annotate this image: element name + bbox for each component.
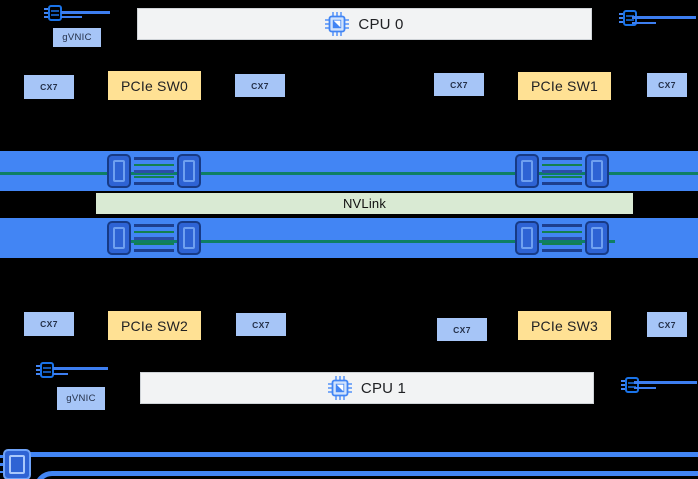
gpu-chip-cluster [107, 221, 201, 255]
cx7-label: CX7 [252, 319, 270, 330]
network-port-icon [44, 5, 62, 21]
cpu-chip-icon [327, 376, 352, 400]
network-link-line [634, 381, 697, 384]
pcie-sw1-label: PCIe SW1 [531, 78, 598, 94]
nvlink-label: NVLink [342, 196, 387, 211]
cx7-nic-box: CX7 [235, 74, 285, 97]
cx7-nic-box: CX7 [24, 75, 74, 99]
cx7-nic-box: CX7 [437, 318, 487, 341]
bus-line [28, 452, 698, 457]
nvlink-trace-line [107, 240, 615, 243]
network-link-line [632, 22, 656, 24]
gvnic-box-top: gVNIC [53, 28, 101, 47]
cx7-nic-box: CX7 [647, 312, 687, 337]
cx7-label: CX7 [251, 80, 269, 91]
gvnic-box-bottom: gVNIC [57, 387, 105, 410]
gpu-chip-icon [515, 154, 539, 188]
gpu-chip-icon [177, 154, 201, 188]
cx7-nic-box: CX7 [647, 73, 687, 97]
cpu-chip-icon [325, 12, 350, 36]
network-link-line [53, 367, 108, 370]
cx7-nic-box: CX7 [24, 312, 74, 336]
gvnic-label: gVNIC [62, 32, 92, 43]
cpu1-label: CPU 1 [360, 379, 407, 397]
gpu-band-bottom [0, 218, 698, 258]
gpu-chip-cluster [107, 154, 201, 188]
pcie-sw0-label: PCIe SW0 [121, 77, 188, 94]
pcie-sw3-label: PCIe SW3 [531, 317, 598, 334]
gpu-chip-cluster [515, 221, 609, 255]
network-port-icon [36, 362, 54, 378]
network-uplink-top-left [44, 4, 64, 28]
cx7-nic-box: CX7 [434, 73, 484, 96]
gpu-chip-icon [107, 154, 131, 188]
network-link-line [61, 11, 110, 14]
gpu-chip-icon [585, 221, 609, 255]
cx7-label: CX7 [658, 80, 676, 90]
cx7-label: CX7 [450, 79, 468, 90]
gpu-chip-icon [585, 154, 609, 188]
network-link-line [634, 387, 656, 389]
network-uplink-bottom-left [36, 361, 56, 385]
cx7-label: CX7 [40, 319, 58, 329]
network-port-icon [621, 377, 639, 393]
cpu1-box: CPU 1 [140, 372, 594, 404]
gpu-band-top [0, 151, 698, 191]
gpu-chip-icon [515, 221, 539, 255]
pcie-switch-sw3-box: PCIe SW3 [518, 311, 611, 340]
cpu0-label: CPU 0 [358, 15, 404, 33]
network-link-line [61, 16, 82, 18]
offload-card-partial [34, 471, 698, 479]
pcie-switch-sw1-box: PCIe SW1 [518, 72, 611, 100]
nvlink-trace-line [0, 172, 698, 175]
pcie-switch-sw0-box: PCIe SW0 [108, 71, 201, 100]
cx7-label: CX7 [40, 82, 58, 92]
gpu-chip-icon [107, 221, 131, 255]
offload-chip-icon [0, 449, 31, 479]
gvnic-label: gVNIC [66, 393, 96, 404]
gpu-link-stripes [134, 224, 174, 252]
cx7-label: CX7 [453, 324, 471, 335]
gpu-chip-icon [177, 221, 201, 255]
gpu-link-stripes [542, 224, 582, 252]
gpu-link-stripes [134, 157, 174, 185]
cpu0-box: CPU 0 [137, 8, 592, 40]
pcie-switch-sw2-box: PCIe SW2 [108, 311, 201, 340]
gpu-link-stripes [542, 157, 582, 185]
pcie-sw2-label: PCIe SW2 [121, 317, 188, 334]
gpu-chip-cluster [515, 154, 609, 188]
network-link-line [53, 373, 68, 375]
cx7-label: CX7 [658, 319, 676, 330]
nvlink-bar: NVLink [95, 192, 634, 215]
network-uplink-top-right [619, 9, 639, 33]
network-link-line [632, 16, 696, 19]
cx7-nic-box: CX7 [236, 313, 286, 336]
